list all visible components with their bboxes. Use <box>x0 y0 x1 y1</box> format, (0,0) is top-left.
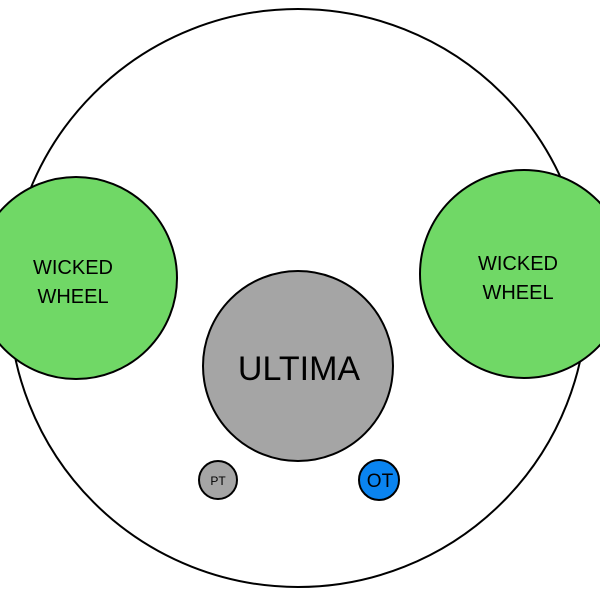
right-wheel-circle <box>419 169 600 379</box>
left-wheel-circle <box>0 176 178 380</box>
left-wheel-label-line1: WICKED <box>33 257 113 279</box>
pt-circle <box>198 460 238 500</box>
pt-label: PT <box>210 474 226 488</box>
ultima-label: ULTIMA <box>238 350 360 388</box>
ot-node: OT <box>358 459 400 501</box>
left-wicked-wheel: WICKED WHEEL <box>0 176 178 380</box>
left-wheel-label-line2: WHEEL <box>37 286 108 308</box>
pt-node: PT <box>198 460 238 500</box>
right-wheel-label-line1: WICKED <box>478 253 558 275</box>
ultima-node: ULTIMA <box>202 270 394 462</box>
ot-label: OT <box>367 471 394 492</box>
ultima-circle <box>202 270 394 462</box>
right-wheel-label-line2: WHEEL <box>482 282 553 304</box>
right-wicked-wheel: WICKED WHEEL <box>419 169 600 379</box>
ot-circle <box>358 459 400 501</box>
